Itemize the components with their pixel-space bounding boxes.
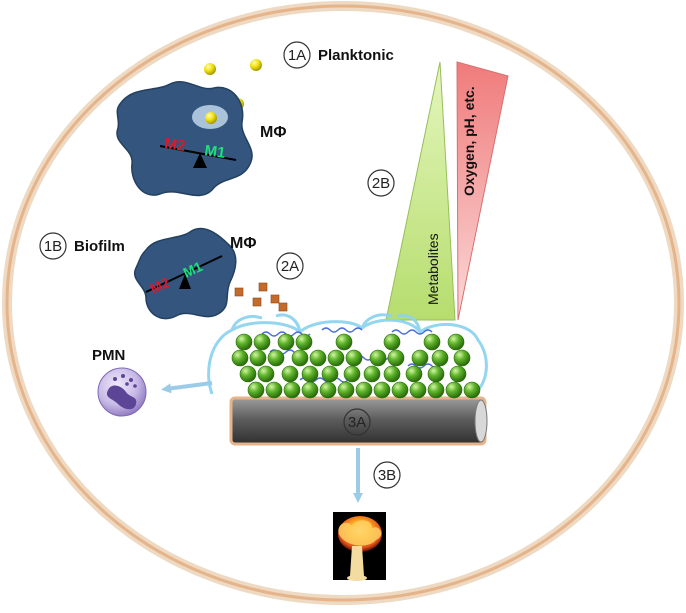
- bacterium: [265, 381, 283, 399]
- step-3b-marker: 3B: [373, 461, 401, 489]
- bacterium: [309, 349, 327, 367]
- bacterium: [427, 365, 445, 383]
- bacterium: [239, 365, 257, 383]
- bacterium: [373, 381, 391, 399]
- bacterium: [253, 333, 271, 351]
- bacterium: [277, 333, 295, 351]
- bacterium: [319, 381, 337, 399]
- arrow-to-pmn: [161, 381, 213, 394]
- bacterium: [369, 349, 387, 367]
- biofilm-bacteria: [231, 333, 481, 399]
- bacterium: [355, 381, 373, 399]
- svg-text:Metabolites: Metabolites: [425, 233, 441, 305]
- macrophage-label-1: MΦ: [260, 124, 286, 141]
- step-1b-marker: 1B: [39, 232, 67, 260]
- bacterium: [445, 381, 463, 399]
- bacterium: [301, 365, 319, 383]
- step-2a-marker: 2A: [276, 252, 304, 280]
- bacterium: [327, 349, 345, 367]
- biofilm-matrix: [207, 313, 488, 398]
- bacterium: [343, 365, 361, 383]
- bacterium: [291, 349, 309, 367]
- step-1a-marker: 1A: [283, 41, 311, 69]
- macrophage-label-2: MΦ: [230, 235, 256, 252]
- svg-text:1B: 1B: [44, 238, 62, 255]
- pmn-label: PMN: [92, 347, 125, 364]
- bacterium: [247, 381, 265, 399]
- step-2b-marker: 2B: [367, 169, 395, 197]
- bacterium: [463, 381, 481, 399]
- bacterium: [405, 365, 423, 383]
- bacterium: [411, 349, 429, 367]
- macrophage-planktonic: M2 M1: [116, 81, 253, 197]
- bacterium: [257, 365, 275, 383]
- bacterium: [235, 333, 253, 351]
- bacterium: [321, 365, 339, 383]
- svg-text:2A: 2A: [281, 258, 299, 275]
- step-3a-marker: 3A: [343, 408, 371, 436]
- bacterium: [391, 381, 409, 399]
- biofilm-label: Biofilm: [74, 238, 125, 255]
- bacterium: [249, 349, 267, 367]
- bacterium: [427, 381, 445, 399]
- infected-bone-icon: [333, 512, 386, 581]
- bacterium: [387, 349, 405, 367]
- bacterium: [283, 381, 301, 399]
- bacterium: [335, 333, 353, 351]
- bacterium: [409, 381, 427, 399]
- implant-rod: [229, 396, 488, 446]
- bacterium: [431, 349, 449, 367]
- oxygen-gradient: Oxygen, pH, etc.: [456, 61, 509, 321]
- svg-text:Oxygen, pH, etc.: Oxygen, pH, etc.: [461, 86, 477, 196]
- bacterium: [383, 365, 401, 383]
- svg-text:M2: M2: [163, 135, 186, 155]
- svg-text:1A: 1A: [288, 47, 306, 64]
- planktonic-label: Planktonic: [318, 47, 394, 64]
- svg-text:3B: 3B: [378, 467, 396, 484]
- bacterium: [453, 349, 471, 367]
- svg-text:M2: M2: [148, 274, 173, 297]
- bacterium: [423, 333, 441, 351]
- svg-text:M1: M1: [181, 258, 206, 281]
- bacterium: [337, 381, 355, 399]
- outer-ring: [2, 1, 684, 605]
- bacterium: [363, 365, 381, 383]
- bacterium: [447, 333, 465, 351]
- svg-text:3A: 3A: [348, 414, 366, 431]
- bacterium: [449, 365, 467, 383]
- metabolite-particles: [234, 282, 288, 312]
- neutrophil-cell-icon: [97, 367, 147, 417]
- bacterium: [295, 333, 313, 351]
- bacterium: [267, 349, 285, 367]
- macrophage-biofilm: M2 M1: [133, 227, 237, 320]
- bacterium: [383, 333, 401, 351]
- bacterium: [281, 365, 299, 383]
- metabolites-gradient: Metabolites: [385, 61, 456, 321]
- bacterium: [301, 381, 319, 399]
- svg-text:2B: 2B: [372, 175, 390, 192]
- bacterium: [231, 349, 249, 367]
- svg-text:M1: M1: [203, 142, 226, 162]
- bacterium: [345, 349, 363, 367]
